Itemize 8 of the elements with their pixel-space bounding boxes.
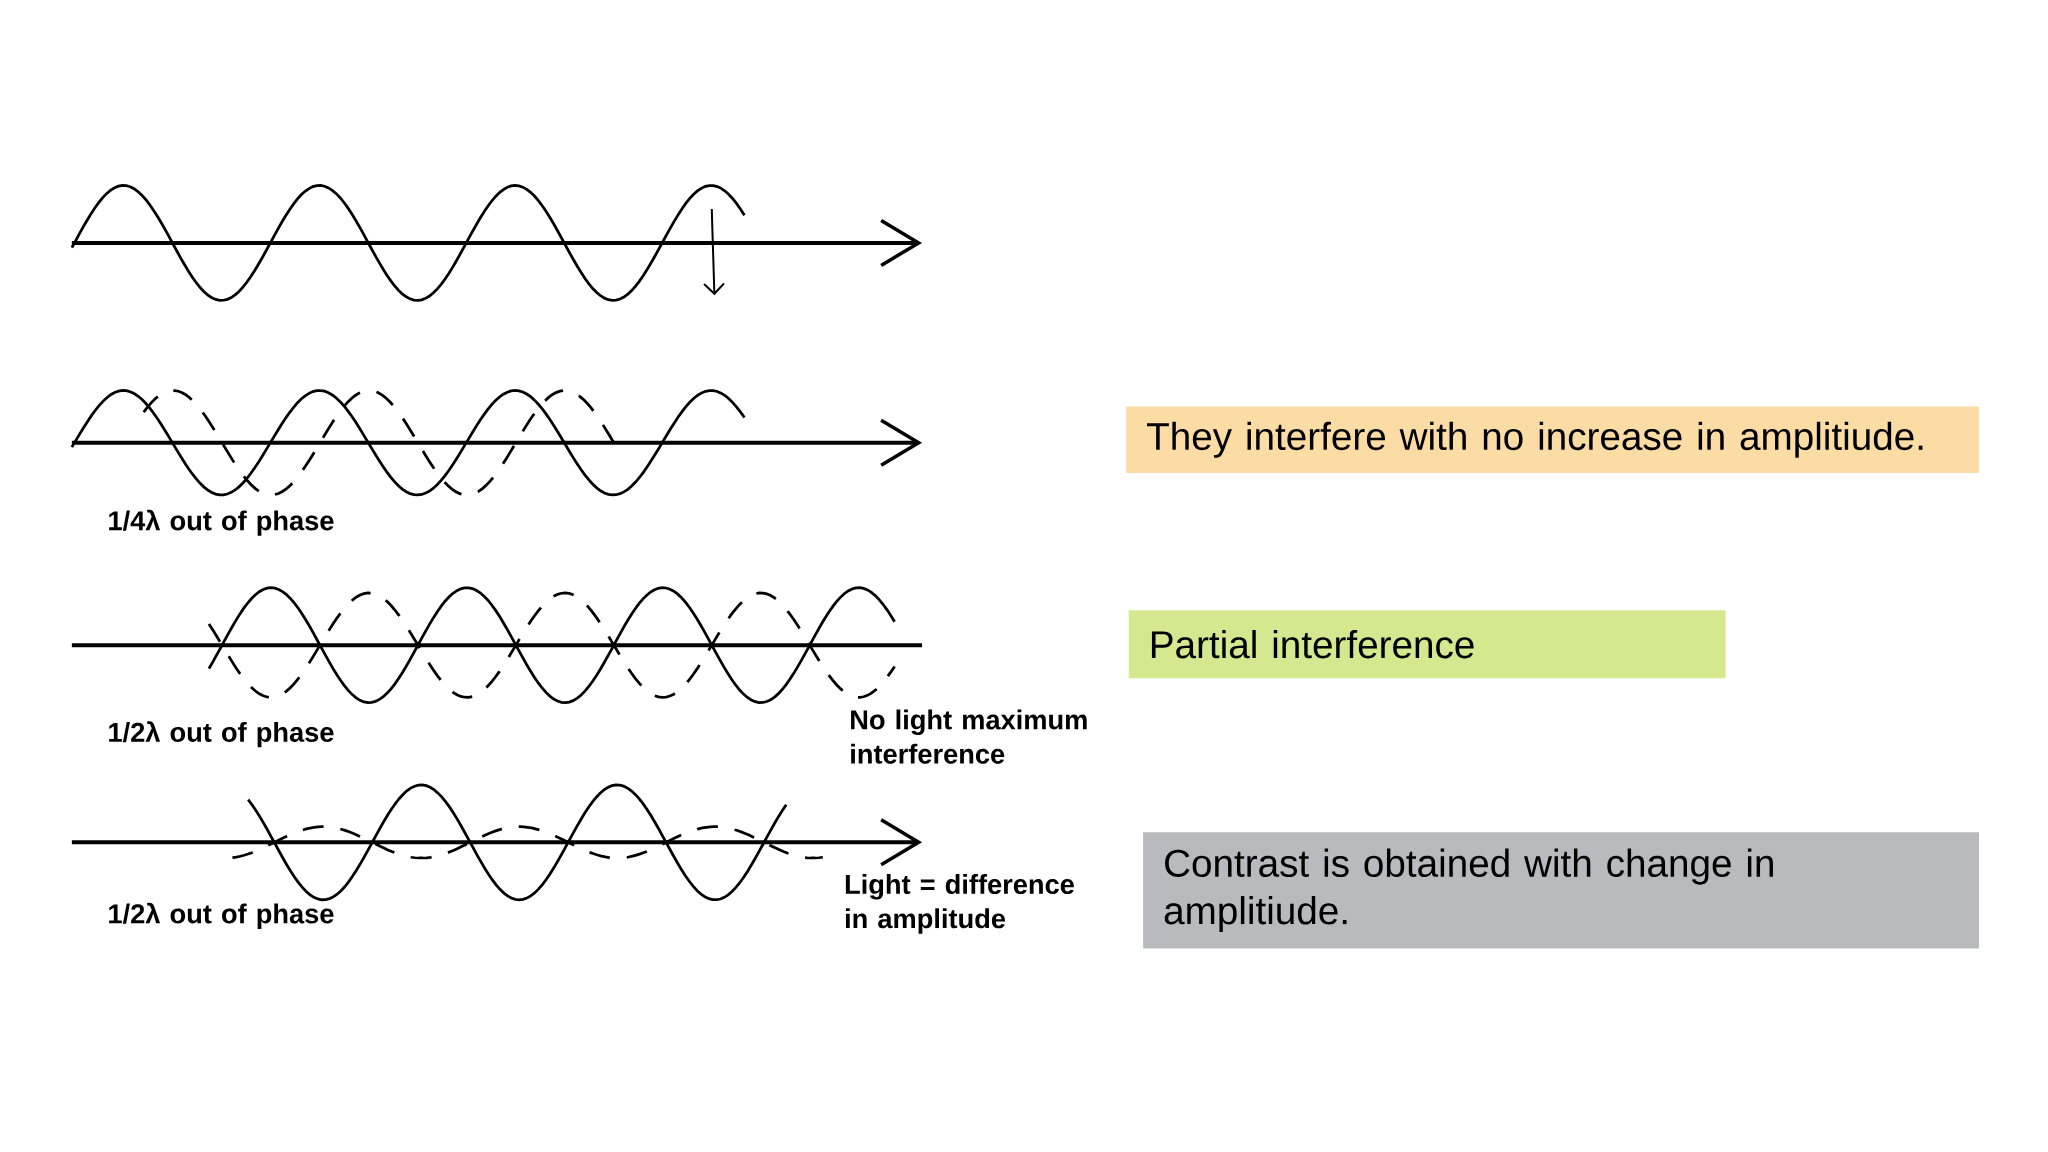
wave-label: 1/4λ out of phase (109, 509, 334, 536)
text-box: Partial interference (1128, 610, 1726, 679)
wave-label: 1/2λ out of phase (109, 721, 334, 748)
wave-label: 1/2λ out of phase (109, 902, 334, 929)
wave-label: Light = difference in amplitude (845, 874, 1074, 934)
text-box: Contrast is obtained with change in amplitiude. (1143, 832, 1979, 949)
text-box: They interfere with no increase in amplitiude. (1126, 406, 1979, 474)
wave-label: No light maximum interference (851, 709, 1087, 764)
